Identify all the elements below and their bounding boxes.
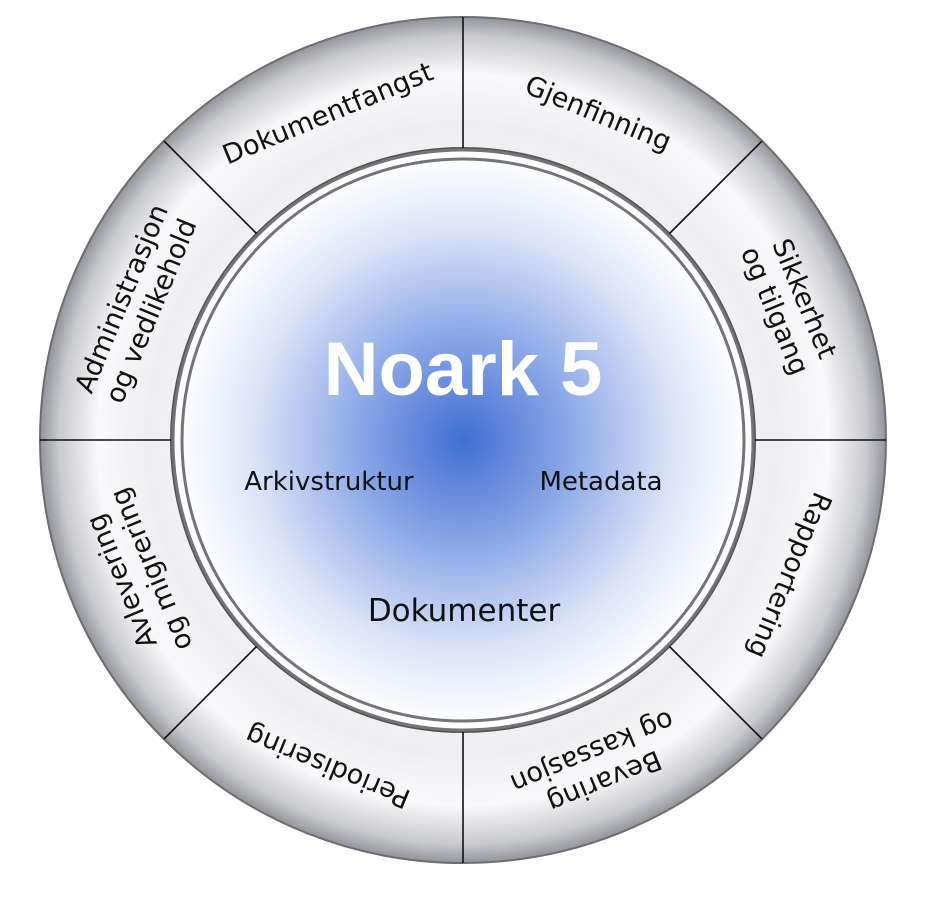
center-title: Noark 5 (324, 327, 603, 412)
segment-divider (163, 140, 258, 235)
segment-divider (668, 645, 763, 740)
center-label-arkivstruktur: Arkivstruktur (244, 467, 414, 497)
center-label-metadata: Metadata (539, 467, 662, 497)
segment-divider (668, 140, 763, 235)
center-disc (180, 157, 746, 723)
segment-dividers (40, 17, 886, 863)
segment-divider (163, 645, 258, 740)
center-label-dokumenter: Dokumenter (368, 593, 561, 629)
